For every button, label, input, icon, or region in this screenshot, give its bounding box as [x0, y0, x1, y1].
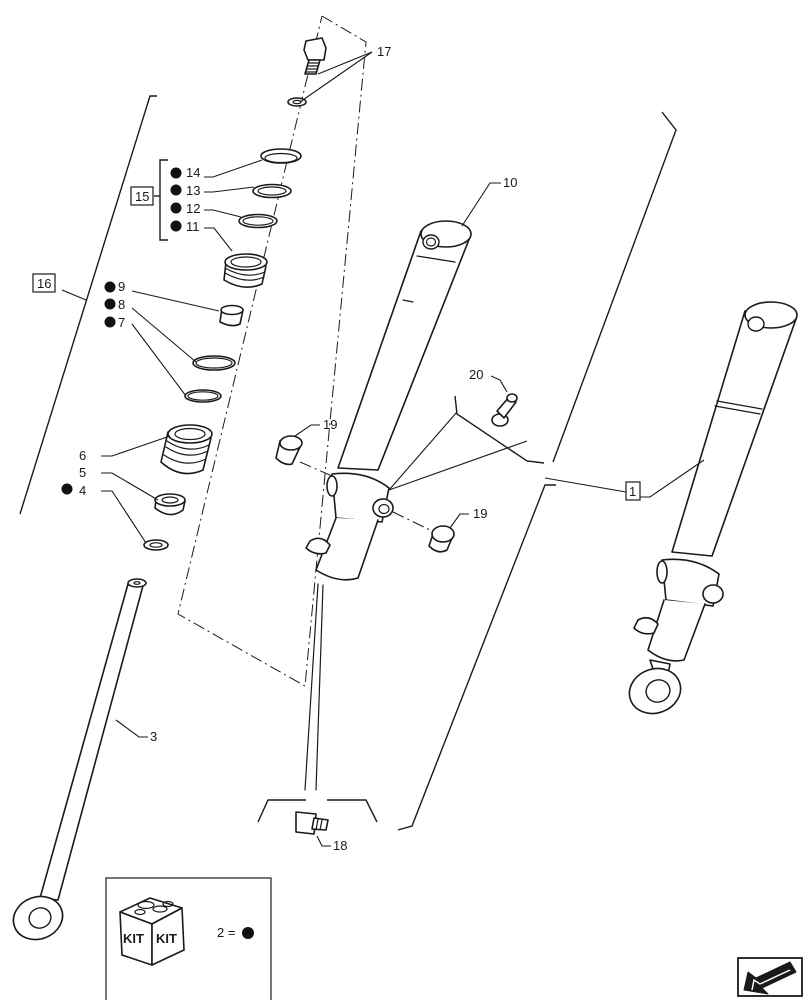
bullet-4 — [61, 483, 73, 495]
part-12-ring — [238, 213, 278, 229]
callout-5: 5 — [79, 465, 86, 480]
callout-14: 14 — [186, 165, 200, 180]
callout-labels: 17 14 13 12 11 9 8 7 6 5 4 3 10 20 19 19… — [79, 44, 517, 853]
kit-word-right: KIT — [156, 931, 177, 946]
bullet-8 — [104, 298, 116, 310]
part-5-nut — [154, 493, 186, 516]
part-14-ring — [260, 148, 302, 164]
part-9-bushing — [219, 304, 244, 327]
part-13-ring — [252, 183, 292, 199]
callout-1: 1 — [629, 484, 636, 499]
part-10-cylinder-barrel — [304, 220, 472, 791]
group-brackets — [19, 95, 677, 831]
kit-legend: KIT KIT 2 = — [105, 877, 272, 1000]
part-8-o-ring — [192, 355, 236, 371]
black-bullet-icon — [242, 927, 254, 939]
part-17-washer — [287, 97, 307, 107]
part-18-screw — [295, 811, 329, 835]
callout-13: 13 — [186, 183, 200, 198]
part-3-piston-rod — [12, 578, 147, 941]
leader-lines — [61, 51, 705, 847]
boxed-callout-15: 15 — [130, 186, 154, 206]
part-17-bolt — [303, 37, 327, 75]
callout-11: 11 — [186, 219, 200, 234]
callout-7: 7 — [118, 315, 125, 330]
bullet-13 — [170, 184, 182, 196]
callout-8: 8 — [118, 297, 125, 312]
callout-6: 6 — [79, 448, 86, 463]
callout-3: 3 — [150, 729, 157, 744]
bullet-14 — [170, 167, 182, 179]
callout-18: 18 — [333, 838, 347, 853]
bullet-9 — [104, 281, 116, 293]
callout-17: 17 — [377, 44, 391, 59]
callout-19-right: 19 — [473, 506, 487, 521]
kit-equation: 2 = — [217, 925, 235, 940]
part-1-complete-cylinder — [628, 301, 798, 715]
kit-word-left: KIT — [123, 931, 144, 946]
boxed-callout-1: 1 — [625, 481, 641, 501]
callout-15: 15 — [135, 189, 149, 204]
boxed-callout-16: 16 — [32, 273, 56, 293]
part-20-fitting — [491, 393, 518, 427]
return-arrow-icon[interactable] — [737, 957, 803, 997]
bullet-7 — [104, 316, 116, 328]
part-4-washer — [143, 539, 169, 551]
part-7-o-ring — [184, 389, 222, 403]
callout-19-left: 19 — [323, 417, 337, 432]
callout-12: 12 — [186, 201, 200, 216]
callout-20: 20 — [469, 367, 483, 382]
assembly-envelope — [177, 15, 367, 687]
pin-axis-right — [392, 511, 431, 531]
group-15-bracket — [154, 159, 168, 241]
callout-4: 4 — [79, 483, 86, 498]
bullet-12 — [170, 202, 182, 214]
callout-10: 10 — [503, 175, 517, 190]
pin-axis-left — [299, 461, 333, 477]
part-11-gland — [223, 253, 268, 288]
part-19-bushing-left — [275, 435, 303, 466]
kit-member-bullets — [61, 167, 182, 495]
bracket-18 — [257, 799, 378, 823]
callout-16: 16 — [37, 276, 51, 291]
kit-box-icon — [119, 897, 185, 966]
bullet-11 — [170, 220, 182, 232]
part-6-piston — [160, 424, 213, 475]
part-19-bushing-right — [428, 525, 455, 553]
callout-9: 9 — [118, 279, 125, 294]
